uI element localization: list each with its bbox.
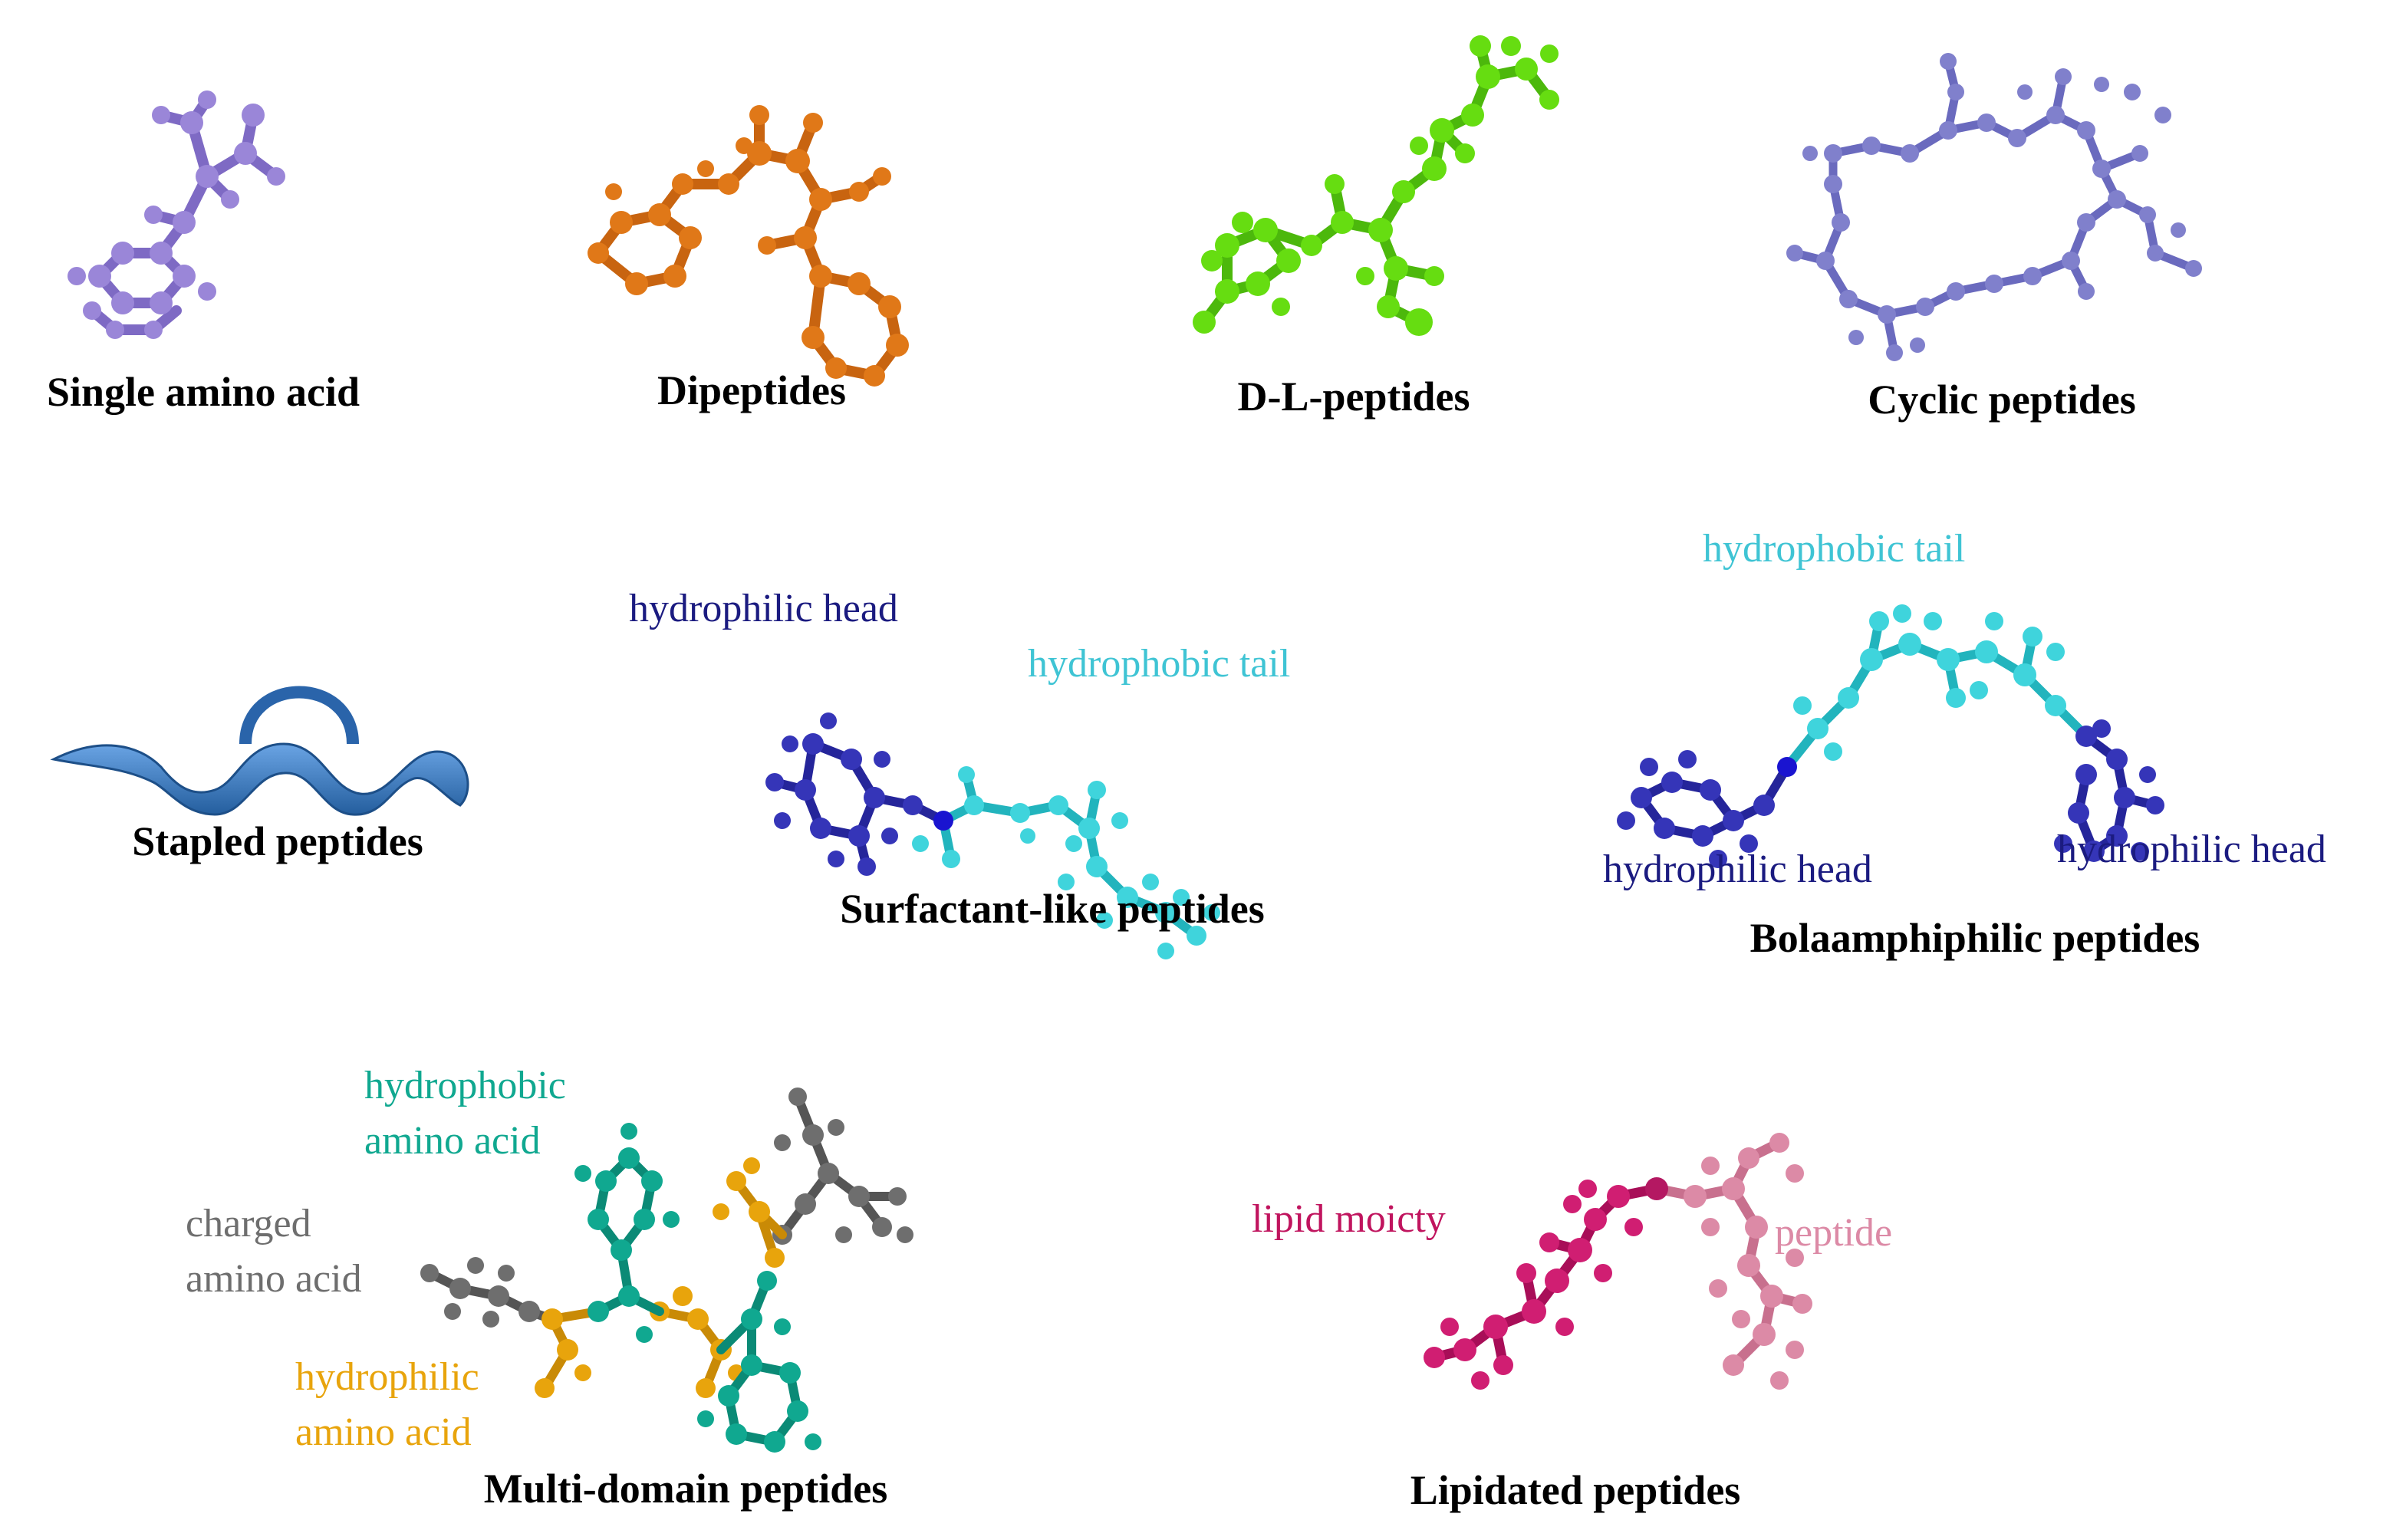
stapled-helix-ribbon-icon: [50, 686, 469, 816]
panel-title: D-L-peptides: [1237, 373, 1470, 420]
bolaamphiphile-molecule-icon: [1617, 604, 2164, 868]
panel-stapled-peptides: Stapled peptides: [31, 644, 522, 890]
dl-peptide-molecule-icon: [1193, 35, 1559, 336]
panel-title: Surfactant-like peptides: [840, 886, 1265, 932]
hydrophilic-amino-acid-line-1: hydrophilic: [295, 1355, 479, 1399]
panel-multi-domain-peptides: hydrophobic amino acid charged amino aci…: [169, 1058, 982, 1519]
hydrophobic-amino-acid-line-1: hydrophobic: [364, 1064, 566, 1107]
panel-title: Cyclic peptides: [1868, 377, 2136, 423]
panel-title: Single amino acid: [46, 369, 360, 415]
panel-surfactant-like-peptides: hydrophilic head hydrophobic tail: [629, 568, 1365, 959]
charged-amino-acid-line-2: amino acid: [186, 1257, 362, 1301]
lipidated-peptide-molecule-icon: [1424, 1133, 1812, 1390]
hydrophilic-amino-acid-label: hydrophilic amino acid: [295, 1350, 479, 1460]
hydrophobic-amino-acid-line-2: amino acid: [364, 1119, 541, 1163]
multi-domain-peptide-molecule-icon: [420, 1088, 913, 1453]
panel-title: Dipeptides: [657, 367, 847, 413]
cyclic-peptide-molecule-icon: [1786, 53, 2202, 361]
hydrophilic-amino-acid-line-2: amino acid: [295, 1410, 472, 1454]
hydrophobic-tail-label: hydrophobic tail: [1703, 527, 1966, 571]
panel-cyclic-peptides: Cyclic peptides: [1764, 0, 2240, 429]
single-amino-acid-molecule-icon: [67, 90, 285, 339]
panel-title: Bolaamphiphilic peptides: [1749, 915, 2200, 961]
hydrophilic-head-label: hydrophilic head: [629, 587, 898, 630]
charged-amino-acid-label: charged amino acid: [186, 1196, 362, 1307]
panel-bolaamphiphilic-peptides: hydrophobic tail: [1595, 522, 2393, 982]
dipeptide-molecule-icon: [588, 105, 909, 387]
hydrophobic-amino-acid-label: hydrophobic amino acid: [364, 1058, 566, 1169]
panel-lipidated-peptides: lipid moicty peptide: [1243, 1104, 1933, 1519]
panel-single-amino-acid: Single amino acid: [0, 0, 399, 429]
peptide-label: peptide: [1775, 1211, 1893, 1255]
lipid-moiety-label: lipid moicty: [1252, 1197, 1446, 1241]
hydrophilic-head-right-label: hydrophilic head: [2057, 828, 2326, 871]
hydrophilic-head-left-label: hydrophilic head: [1603, 847, 1872, 891]
hydrophobic-tail-label: hydrophobic tail: [1028, 642, 1291, 686]
panel-dl-peptides: D-L-peptides: [1166, 0, 1595, 429]
panel-title: Stapled peptides: [132, 818, 423, 864]
panel-dipeptides: Dipeptides: [568, 0, 997, 429]
charged-amino-acid-line-1: charged: [186, 1202, 311, 1245]
panel-title: Multi-domain peptides: [483, 1466, 888, 1512]
panel-title: Lipidated peptides: [1410, 1467, 1741, 1513]
surfactant-peptide-molecule-icon: [765, 712, 1220, 959]
